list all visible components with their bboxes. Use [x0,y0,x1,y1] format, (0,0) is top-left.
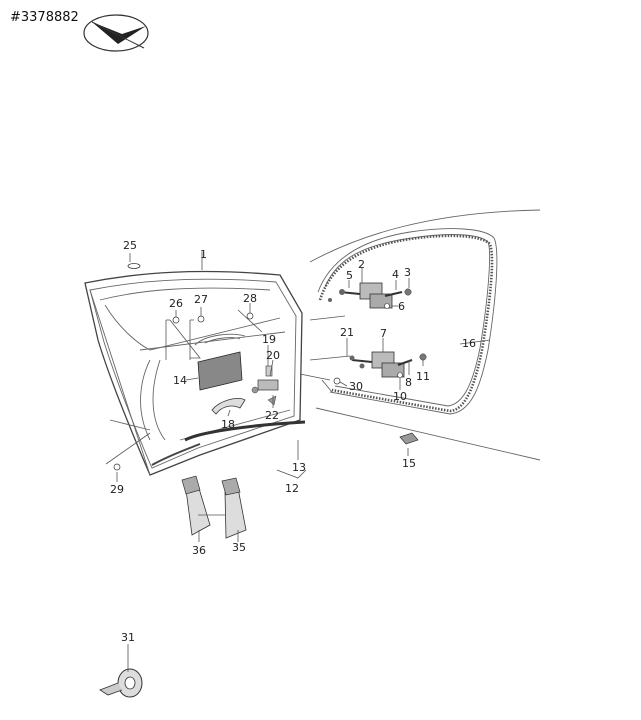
body-door-opening [309,209,541,461]
reference-number: #3378882 [10,10,79,25]
door-brackets [181,475,247,539]
door-check-strap [251,365,279,406]
label-2: 2 [358,258,365,271]
label-35: 35 [232,541,246,554]
label-20: 20 [266,349,280,362]
adhesive-tape-roll [99,668,143,698]
label-16: 16 [462,337,476,350]
label-30: 30 [349,380,363,393]
trim-clip [399,432,419,445]
label-26: 26 [169,297,183,310]
label-14: 14 [173,374,187,387]
label-28: 28 [243,292,257,305]
label-36: 36 [192,544,206,557]
insulation-pad [197,351,243,391]
lower-hinge [349,351,427,378]
label-3: 3 [404,266,411,279]
label-5: 5 [346,269,353,282]
label-27: 27 [194,293,208,306]
upper-hinge [339,282,412,309]
label-29: 29 [110,483,124,496]
label-1: 1 [200,248,207,261]
label-18: 18 [221,418,235,431]
door-handle-cover [211,398,246,415]
label-22: 22 [265,409,279,422]
label-19: 19 [262,333,276,346]
label-4: 4 [392,268,399,281]
label-31: 31 [121,631,135,644]
label-13: 13 [292,461,306,474]
label-8: 8 [405,376,412,389]
door-panel [84,270,303,476]
label-15: 15 [402,457,416,470]
part-labels: 1 2 3 4 5 6 7 8 10 11 12 13 14 15 16 18 … [110,239,476,644]
sill-seal-strip [151,420,306,466]
label-6: 6 [398,300,405,313]
plug-caps [113,312,341,471]
leader-lines [105,252,491,672]
label-12: 12 [285,482,299,495]
label-7: 7 [380,327,387,340]
label-21: 21 [340,326,354,339]
label-11: 11 [416,370,430,383]
hand-pointer-logo-icon [83,14,149,52]
grommet [127,263,141,269]
label-25: 25 [123,239,137,252]
label-10: 10 [393,390,407,403]
